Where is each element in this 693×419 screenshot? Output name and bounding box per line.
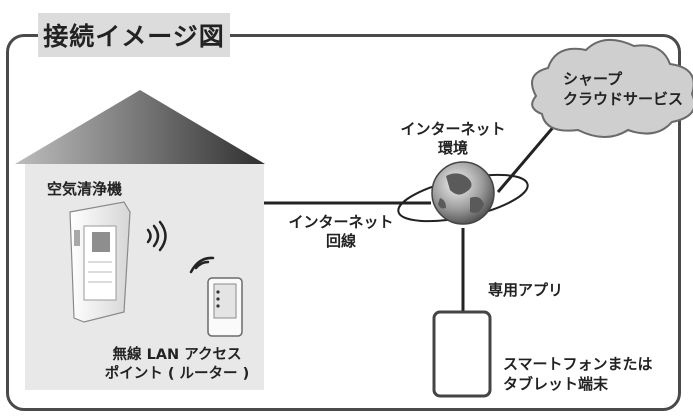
cloud-line xyxy=(496,117,563,193)
internet-environment-label: インターネット 環境 xyxy=(378,120,528,158)
router-label-line2: ポイント ( ルーター ) xyxy=(104,366,250,382)
cloud-label-line1: シャープ xyxy=(563,70,623,88)
internet-line-label-line2: 回線 xyxy=(325,232,356,250)
router-label: 無線 LAN アクセス ポイント ( ルーター ) xyxy=(77,346,277,384)
internet-environment-label-line1: インターネット xyxy=(400,120,506,138)
device-label-line1: スマートフォンまたは xyxy=(503,355,653,373)
router-label-line1: 無線 LAN アクセス xyxy=(112,347,242,363)
house-icon xyxy=(15,90,265,390)
router-icon xyxy=(207,277,243,337)
air-purifier-icon xyxy=(69,201,131,323)
internet-line-label: インターネット 回線 xyxy=(266,213,416,251)
internet-environment-label-line2: 環境 xyxy=(437,139,468,157)
cloud-label: シャープ クラウドサービス xyxy=(563,69,683,109)
globe-icon xyxy=(397,161,529,225)
cloud-label-line2: クラウドサービス xyxy=(563,90,684,108)
purifier-label: 空気清浄機 xyxy=(47,180,123,198)
smartphone-icon xyxy=(432,310,492,398)
app-label: 専用アプリ xyxy=(488,281,564,299)
router-wifi-signal-icon xyxy=(189,256,215,274)
wifi-signal-icon xyxy=(146,220,167,252)
internet-line-label-line1: インターネット xyxy=(288,213,394,231)
device-label: スマートフォンまたは タブレット端末 xyxy=(503,354,653,394)
diagram-title: 接続イメージ図 xyxy=(38,13,230,57)
device-label-line2: タブレット端末 xyxy=(503,375,609,393)
cloud-icon xyxy=(531,39,693,138)
